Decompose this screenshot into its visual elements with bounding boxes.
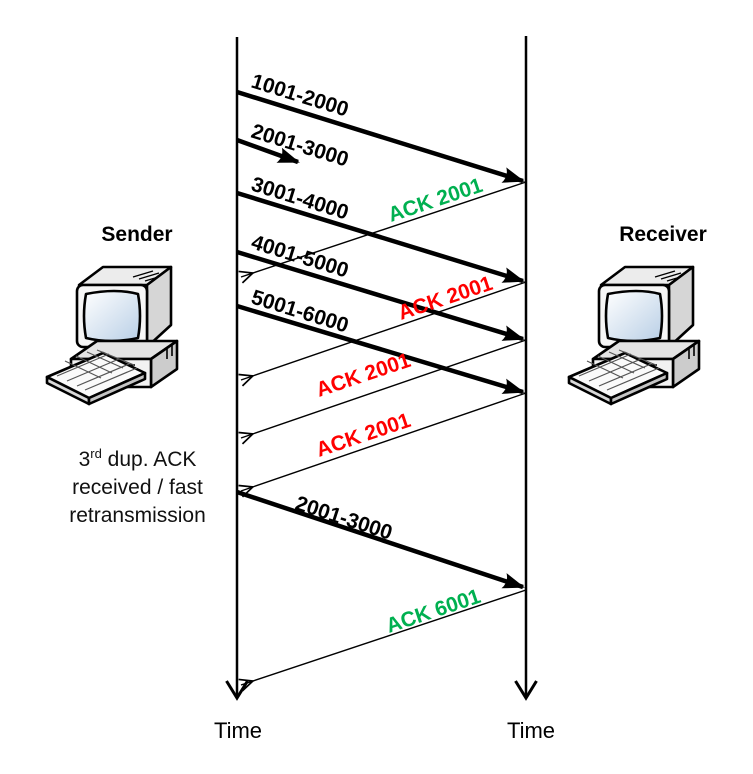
- annotation-line-3: retransmission: [69, 504, 206, 527]
- segment-label: 2001-3000: [249, 120, 352, 172]
- ack-label: ACK 2001: [313, 349, 414, 402]
- ordinal-superscript: rd: [90, 446, 102, 461]
- fast-retransmit-annotation: 3rd dup. ACK received / fast retransmiss…: [35, 446, 240, 530]
- segment-label: 3001-4000: [249, 173, 352, 225]
- ack-arrow-2001-dup3: [241, 392, 527, 491]
- segment-arrow-5001-6000: [236, 303, 525, 395]
- sender-computer-icon: [45, 265, 179, 406]
- ack-arrow-2001-dup1: [241, 281, 527, 380]
- segment-label: 4001-5000: [249, 231, 352, 283]
- segment-label: 2001-3000: [292, 492, 395, 545]
- ack-arrow-2001-first: [241, 181, 527, 277]
- annotation-line-2: received / fast: [72, 476, 203, 499]
- sender-label: Sender: [101, 223, 173, 246]
- segment-arrow-2001-3000-lost: [236, 137, 300, 165]
- receiver-computer-icon: [567, 265, 701, 406]
- segment-arrow-3001-4000: [236, 190, 525, 284]
- segment-arrow-1001-2000: [236, 89, 525, 184]
- ack-label: ACK 2001: [385, 174, 486, 227]
- receiver-label: Receiver: [619, 223, 707, 246]
- receiver-time-axis-label: Time: [506, 718, 556, 743]
- ack-label: ACK 2001: [313, 409, 414, 462]
- ack-arrow-6001: [241, 589, 527, 685]
- segment-arrow-4001-5000: [236, 249, 525, 342]
- segment-label: 5001-6000: [249, 286, 352, 338]
- segment-arrow-2001-3000-retransmit: [236, 489, 525, 590]
- ack-arrow-2001-dup2: [241, 339, 527, 438]
- annotation-line-1: 3rd dup. ACK: [78, 446, 197, 471]
- sender-time-axis-label: Time: [213, 718, 263, 743]
- ack-label: ACK 6001: [383, 585, 484, 638]
